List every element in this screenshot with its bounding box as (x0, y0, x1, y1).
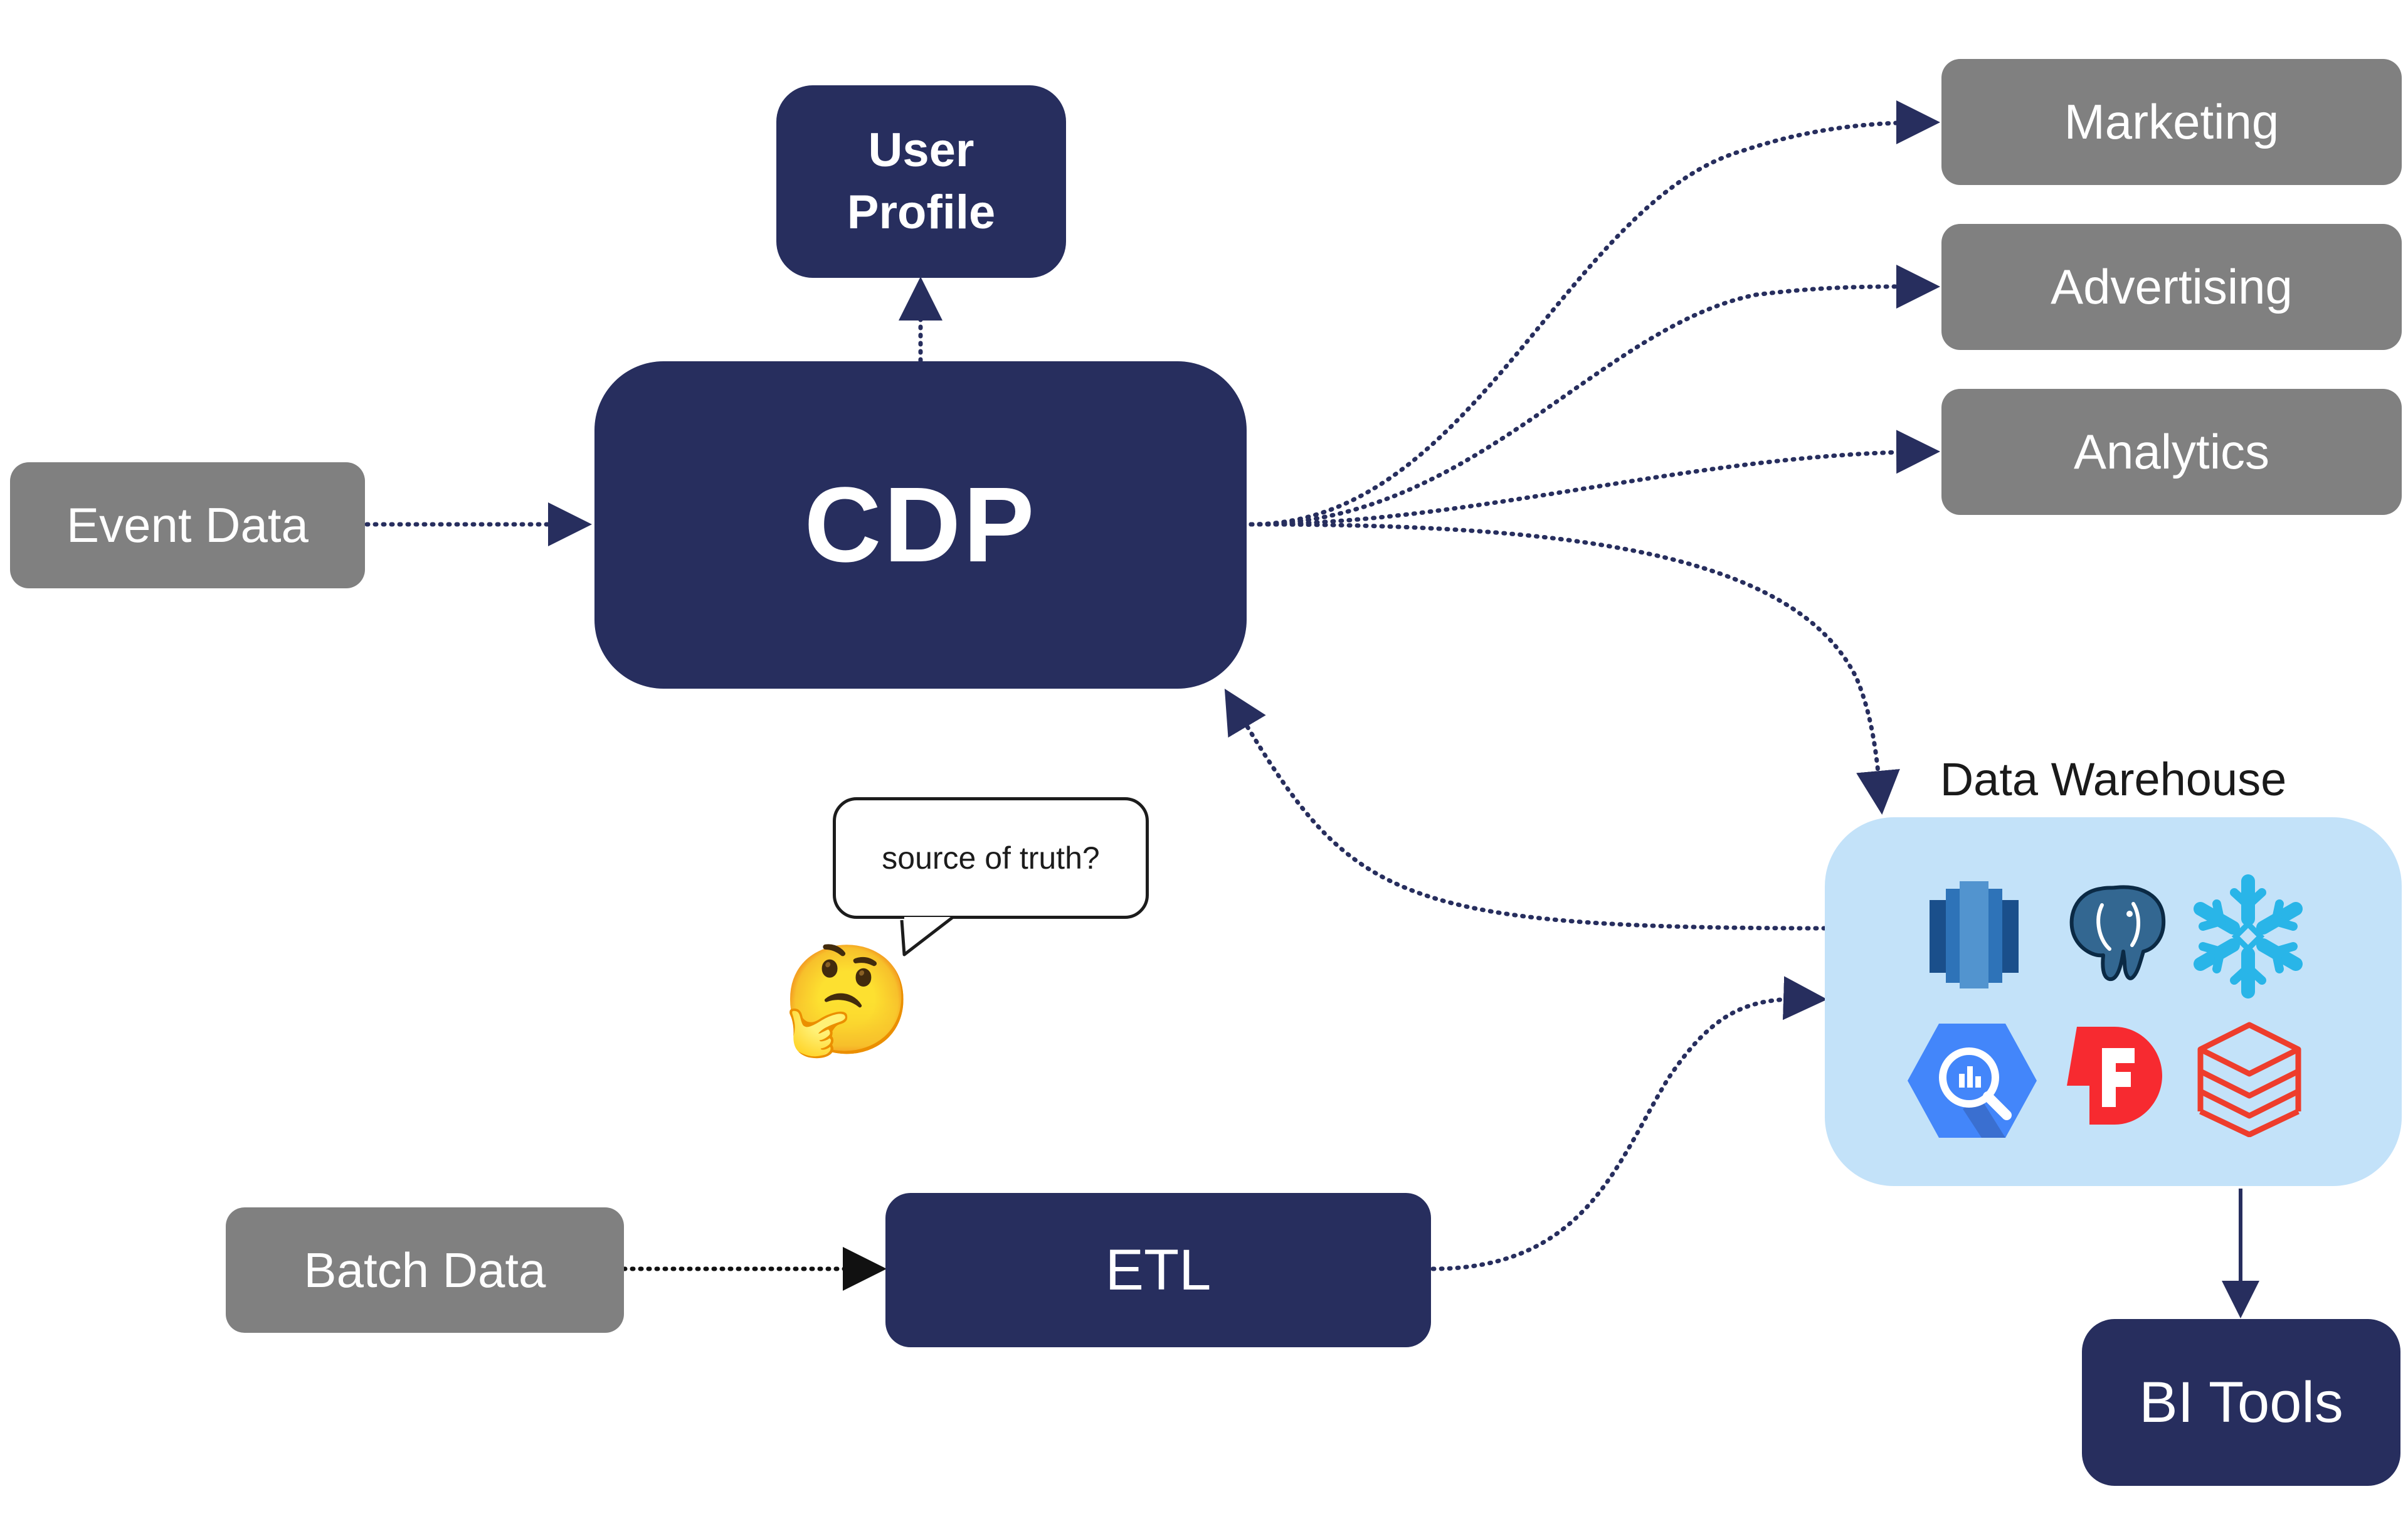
bi-tools-node: BI Tools (2082, 1319, 2400, 1486)
event-data-node: Event Data (10, 462, 365, 588)
bi-tools-label: BI Tools (2139, 1370, 2343, 1434)
databricks-icon (2197, 1022, 2301, 1137)
snowflake-icon (2194, 874, 2303, 999)
etl-node: ETL (885, 1193, 1431, 1347)
arrow-cdp-to-advertising (1249, 264, 1940, 527)
data-warehouse-node (1825, 817, 2402, 1186)
marketing-label: Marketing (2064, 94, 2279, 149)
cdp-label: CDP (804, 465, 1037, 585)
advertising-node: Advertising (1941, 224, 2402, 350)
analytics-node: Analytics (1941, 389, 2402, 515)
callout-text: source of truth? (882, 840, 1100, 876)
data-warehouse-title: Data Warehouse (1940, 753, 2287, 805)
amazon-redshift-icon (1930, 881, 2019, 988)
event-data-label: Event Data (66, 497, 309, 553)
batch-data-label: Batch Data (304, 1242, 546, 1298)
arrow-cdp-to-analytics (1249, 430, 1940, 527)
firebolt-icon (2067, 1027, 2162, 1125)
cdp-node: CDP (594, 361, 1247, 689)
source-of-truth-callout: source of truth? (833, 797, 1149, 919)
thinking-face-emoji: 🤔 (781, 938, 914, 1062)
advertising-label: Advertising (2051, 259, 2293, 314)
analytics-label: Analytics (2073, 424, 2270, 479)
marketing-node: Marketing (1941, 59, 2402, 185)
arrow-warehouse-to-cdp (1224, 688, 1827, 931)
arrow-cdp-to-marketing (1249, 100, 1940, 527)
arrow-etl-to-warehouse (1430, 976, 1827, 1271)
user-profile-label: User Profile (847, 123, 996, 239)
etl-label: ETL (1105, 1237, 1212, 1302)
batch-data-node: Batch Data (226, 1207, 624, 1333)
google-bigquery-icon (1908, 1024, 2037, 1138)
postgresql-icon (2069, 885, 2166, 982)
callout-tail (897, 916, 953, 956)
arrow-cdp-to-warehouse (1249, 522, 1900, 815)
user-profile-node: User Profile (776, 85, 1066, 278)
